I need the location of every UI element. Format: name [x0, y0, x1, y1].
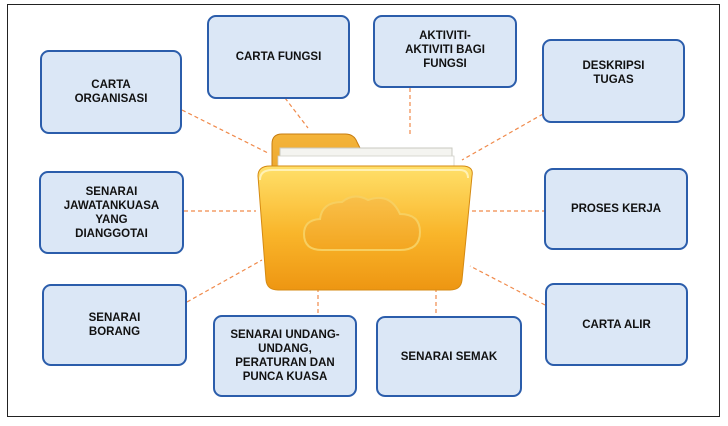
node-carta-fungsi: CARTA FUNGSI [207, 15, 350, 99]
connector-deskripsi [461, 113, 544, 161]
connector-carta-alir [469, 265, 546, 306]
folder-cloud-icon [257, 133, 473, 291]
node-senarai-borang: SENARAI BORANG [42, 284, 187, 366]
node-senarai-jawatankuasa: SENARAI JAWATANKUASA YANG DIANGGOTAI [39, 171, 184, 254]
node-senarai-undang-undang: SENARAI UNDANG- UNDANG, PERATURAN DAN PU… [213, 315, 357, 397]
node-senarai-semak: SENARAI SEMAK [376, 316, 522, 397]
node-proses-kerja: PROSES KERJA [544, 168, 688, 250]
connector-carta-organisasi [181, 109, 269, 154]
connector-borang [186, 259, 263, 303]
connector-carta-fungsi [284, 97, 309, 129]
node-carta-alir: CARTA ALIR [545, 283, 688, 366]
node-aktiviti-bagi-fungsi: AKTIVITI- AKTIVITI BAGI FUNGSI [373, 15, 517, 88]
node-deskripsi-tugas: DESKRIPSI TUGAS [542, 39, 685, 123]
node-carta-organisasi: CARTA ORGANISASI [40, 50, 182, 134]
